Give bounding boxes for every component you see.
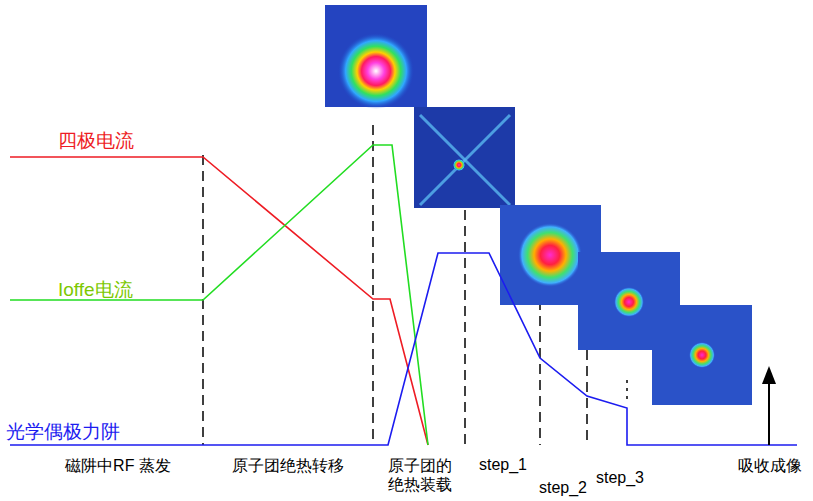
step-label: step_1 xyxy=(479,455,527,474)
imaging-arrowhead xyxy=(762,366,776,384)
absorption-image xyxy=(414,107,515,208)
phase-label: 磁阱中RF 蒸发 xyxy=(65,456,171,475)
imaging-arrow xyxy=(768,382,770,445)
curve-label: Ioffe电流 xyxy=(58,279,133,302)
time-marker xyxy=(626,380,628,400)
quadrupole-current-curve xyxy=(10,157,428,445)
phase-label: 原子团绝热转移 xyxy=(232,456,344,475)
step-label: step_2 xyxy=(539,478,587,497)
curve-label: 四极电流 xyxy=(58,130,134,153)
phase-label: 吸收成像 xyxy=(738,456,802,475)
curve-label: 光学偶极力阱 xyxy=(6,421,120,444)
ioffe-current-curve xyxy=(10,145,428,445)
absorption-image xyxy=(652,305,752,405)
step-label: step_3 xyxy=(596,468,644,487)
dipole-trap-curve xyxy=(10,253,797,445)
phase-label: 原子团的 绝热装载 xyxy=(385,456,455,494)
absorption-image xyxy=(325,5,427,109)
